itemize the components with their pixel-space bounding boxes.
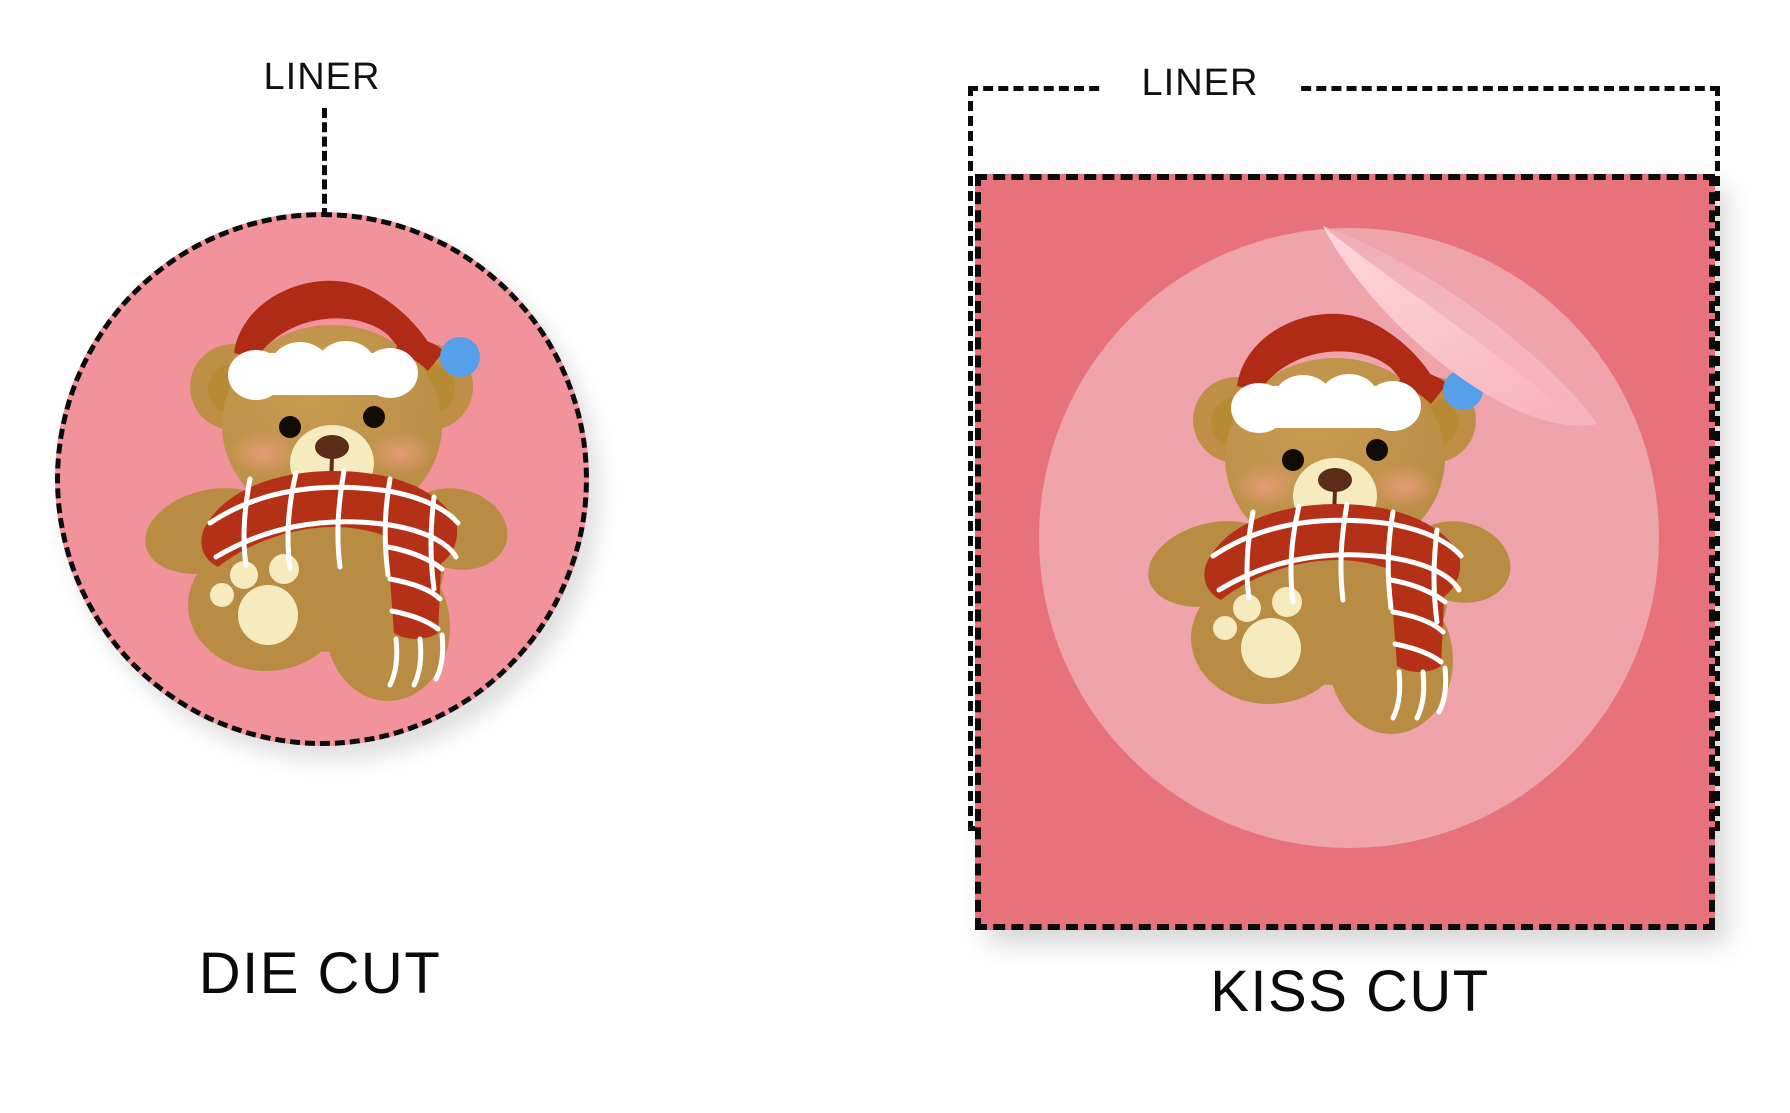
scarf — [1204, 501, 1464, 721]
kiss-cut-label: KISS CUT — [1210, 959, 1490, 1024]
die-cut-liner-label: LINER — [263, 56, 381, 98]
teddy-bear-svg — [1148, 313, 1511, 734]
die-cut-panel: LINER — [0, 0, 660, 1113]
santa-hat-fur-trim — [228, 341, 418, 400]
kiss-cut-panel: LINER — [830, 0, 1790, 1113]
die-cut-liner-leader-line — [322, 108, 327, 218]
santa-hat-cone — [234, 280, 430, 361]
die-cut-sticker-circle[interactable] — [55, 212, 589, 746]
teddy-bear-svg — [145, 280, 508, 701]
teddy-bear-artwork — [1141, 308, 1531, 738]
kiss-cut-liner-label-mask — [1100, 64, 1300, 110]
kiss-cut-liner-label: LINER — [1141, 62, 1259, 104]
teddy-bear-artwork — [138, 275, 528, 705]
santa-hat-pom — [440, 337, 480, 377]
kiss-cut-liner-sheet[interactable] — [975, 174, 1715, 930]
die-cut-label: DIE CUT — [198, 941, 442, 1006]
scarf — [201, 468, 461, 688]
santa-hat-pom — [1443, 370, 1483, 410]
